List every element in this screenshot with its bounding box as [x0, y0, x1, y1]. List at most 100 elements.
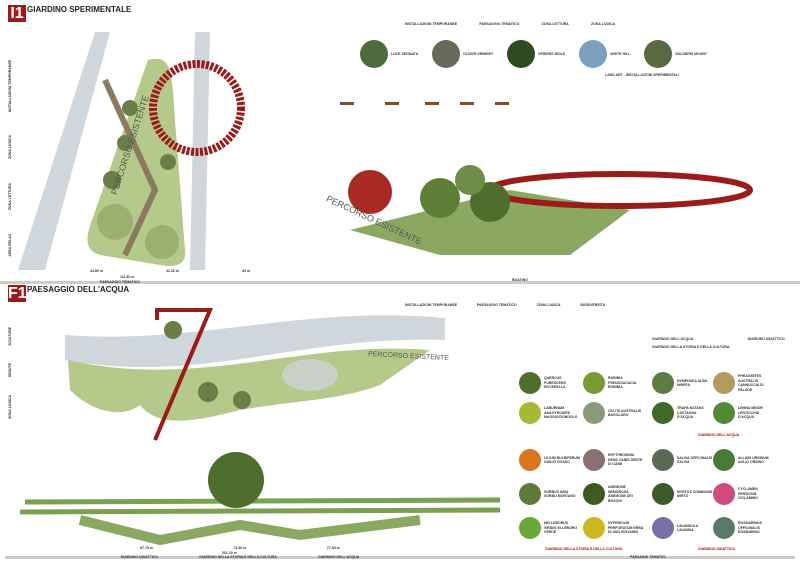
plant-name: ALLIUM URSINUM AGLIO ORSINO [738, 455, 769, 465]
dimension: 74.30 m [233, 546, 247, 550]
land-art-photo [507, 40, 536, 68]
plant-item: SALVIA OFFICINALIS SALVIA [652, 449, 713, 471]
land-art-label: LUCE SEGNATA [391, 52, 419, 56]
section-badge: I1 [8, 5, 26, 22]
plant-name: LABURNUM ANAGYROIDES MAGGIOCIONDOLO [544, 406, 578, 420]
icon-label: BIODIVERSITA [580, 303, 605, 307]
dimension-total: 111.80 m [120, 275, 135, 279]
plant-photo [713, 517, 735, 539]
land-art-photo [579, 40, 608, 68]
plant-name: ERYTHRONIUM DENS CANIS DENTE DI CANE [608, 453, 643, 467]
land-art-item: WHITE HILL [579, 40, 630, 68]
icon-label: ZONA LETTURA [541, 22, 569, 26]
site-plan-2 [19, 308, 500, 546]
legend: GIARDINO DELL'ACQUA GIARDINO DIDATTICO G… [652, 337, 785, 349]
legend-item: GIARDINO DIDATTICO [747, 337, 785, 341]
plant-item: ANEMONE NEMOROSA ANEMONE DEI BOSCHI [583, 483, 644, 505]
plant-photo [713, 449, 735, 471]
plant-photo [583, 483, 605, 505]
icons-row: INSTALLAZIONI TEMPORANEE PAESAGGIO TEMAT… [405, 303, 605, 307]
plant-item: MYRTUS COMMUNIS MIRTO [652, 483, 713, 505]
plant-photo [652, 483, 674, 505]
icon-label: PAESAGGIO TEMATICO [479, 22, 520, 26]
plant-item: HELLEBORUS VIRIDIS ELLEBORO VERDE [519, 517, 580, 539]
plant-name: LEMNA MINOR LENTICCHIA D'ACQUA [738, 406, 763, 420]
plant-name: ANEMONE NEMOROSA ANEMONE DEI BOSCHI [608, 485, 633, 503]
plant-name: HYPERICUM PERFORATUM ERBA DI SAN GIOVANN… [608, 521, 644, 535]
plant-item: LABURNUM ANAGYROIDES MAGGIOCIONDOLO [519, 402, 580, 424]
land-art-title: LAND ART - INSTALLAZIONI SPERIMENTALI [605, 73, 680, 77]
land-art-photo [432, 40, 461, 68]
plant-item: ROSMARINUS OFFICINALIS ROSMARINO [713, 517, 774, 539]
plant-name: PHRAGMITES AUSTRALIS CANNUCCIA DI PALUDE [738, 374, 764, 392]
plant-name: ROSMARINUS OFFICINALIS ROSMARINO [738, 521, 762, 535]
land-art-label: OLIVER GRIMSEY [463, 52, 494, 56]
axonometric-view [340, 102, 753, 255]
right-label: BOATING [512, 278, 528, 282]
plant-photo [519, 449, 541, 471]
plant-photo [713, 402, 735, 424]
plant-photo [652, 449, 674, 471]
legend-item: GIARDINO DELLA STORIA E DELLA CULTURA [652, 345, 730, 349]
zone-label: GIARDINO DIDATTICO [120, 555, 158, 559]
plant-name: QUERCUS PUBESCENS ROVERELLA [544, 376, 566, 390]
site-plan-1 [18, 32, 245, 270]
plant-item: SORBUS ARIA SORBO MONTANO [519, 483, 580, 505]
plant-photo [713, 483, 735, 505]
icon-label: ZONA LUDICA [591, 22, 615, 26]
icons-row: INSTALLAZIONI TEMPORANEE PAESAGGIO TEMAT… [405, 22, 615, 26]
land-art-label: SOLDIERS MOUNT [675, 52, 708, 56]
plant-photo [652, 402, 674, 424]
plant-name: TRAPA NATANS CASTAGNA D'ACQUA [677, 406, 704, 420]
dimensions: 67.70 m 74.30 m 77.80 m [100, 546, 380, 550]
group-title: GIARDINO DELL'ACQUA [698, 433, 740, 437]
dimension: 67.70 m [140, 546, 154, 550]
plant-name: NYMPHAEA ALBA NINFEA [677, 378, 708, 388]
plant-item: NYMPHAEA ALBA NINFEA [652, 372, 713, 394]
divider [0, 281, 800, 284]
plant-photo [713, 372, 735, 394]
zone-label: GIARDINO DELL'ACQUA [318, 555, 360, 559]
footer-label: PAESAGGIO TEMATICO [100, 280, 140, 284]
plant-photo [583, 517, 605, 539]
plant-name: HELLEBORUS VIRIDIS ELLEBORO VERDE [544, 521, 578, 535]
land-art-label: WHITE HILL [610, 52, 631, 56]
plant-photo [583, 449, 605, 471]
plant-item: LEMNA MINOR LENTICCHIA D'ACQUA [713, 402, 774, 424]
icon-label: ZONA LUDICA [536, 303, 561, 307]
plant-item: LILIUM BULBIFERUM GIGLIO ROSSO [519, 449, 580, 471]
plant-name: SALVIA OFFICINALIS SALVIA [677, 455, 713, 465]
land-art-item: SOLDIERS MOUNT [644, 40, 707, 68]
group-title: GIARDINO DIDATTICO [698, 547, 736, 551]
plant-item: QUERCUS PUBESCENS ROVERELLA [519, 372, 580, 394]
plant-photo [519, 402, 541, 424]
icon-label: PAESAGGIO TEMATICO [476, 303, 517, 307]
plant-item: ALLIUM URSINUM AGLIO ORSINO [713, 449, 774, 471]
dimension: 44.80 m [90, 269, 103, 273]
plant-item: HYPERICUM PERFORATUM ERBA DI SAN GIOVANN… [583, 517, 644, 539]
footer-label: PAESAGGI TEMATICI [630, 555, 666, 559]
dimension: 45 m [242, 269, 250, 273]
section-title: GIARDINO SPERIMENTALE [27, 5, 132, 14]
divider [5, 556, 795, 559]
dimensions: 44.80 m 42.25 m 45 m [90, 269, 250, 273]
plant-name: SORBUS ARIA SORBO MONTANO [544, 489, 576, 499]
icon-label: INSTALLAZIONI TEMPORANEE [405, 22, 458, 26]
plant-name: CYCLAMEN PERSICUM CICLAMINO [738, 487, 758, 501]
plant-photo [519, 372, 541, 394]
zones: GIARDINO DIDATTICO GIARDINO DELLA STORIA… [100, 555, 380, 559]
plant-photo [652, 372, 674, 394]
plant-item: ROBINIA PSEUDOACACIA ROBINIA [583, 372, 644, 394]
plant-photo [519, 483, 541, 505]
group-title: GIARDINO DELLA STORIA E DELLA CULTURA [545, 547, 623, 551]
plant-photo [583, 402, 605, 424]
land-art-row: LUCE SEGNATA OLIVER GRIMSEY SPIDERS WOLD… [360, 40, 707, 68]
dimension: 42.25 m [166, 269, 179, 273]
zone-label: GIARDINO DELLA STORIA E DELLA CULTURA [199, 555, 277, 559]
plant-name: ROBINIA PSEUDOACACIA ROBINIA [608, 376, 637, 390]
land-art-photo [360, 40, 388, 68]
land-art-item: OLIVER GRIMSEY [432, 40, 493, 68]
land-art-item: SPIDERS WOLD [507, 40, 565, 68]
land-art-label: SPIDERS WOLD [538, 52, 566, 56]
plant-name: MYRTUS COMMUNIS MIRTO [677, 489, 713, 499]
